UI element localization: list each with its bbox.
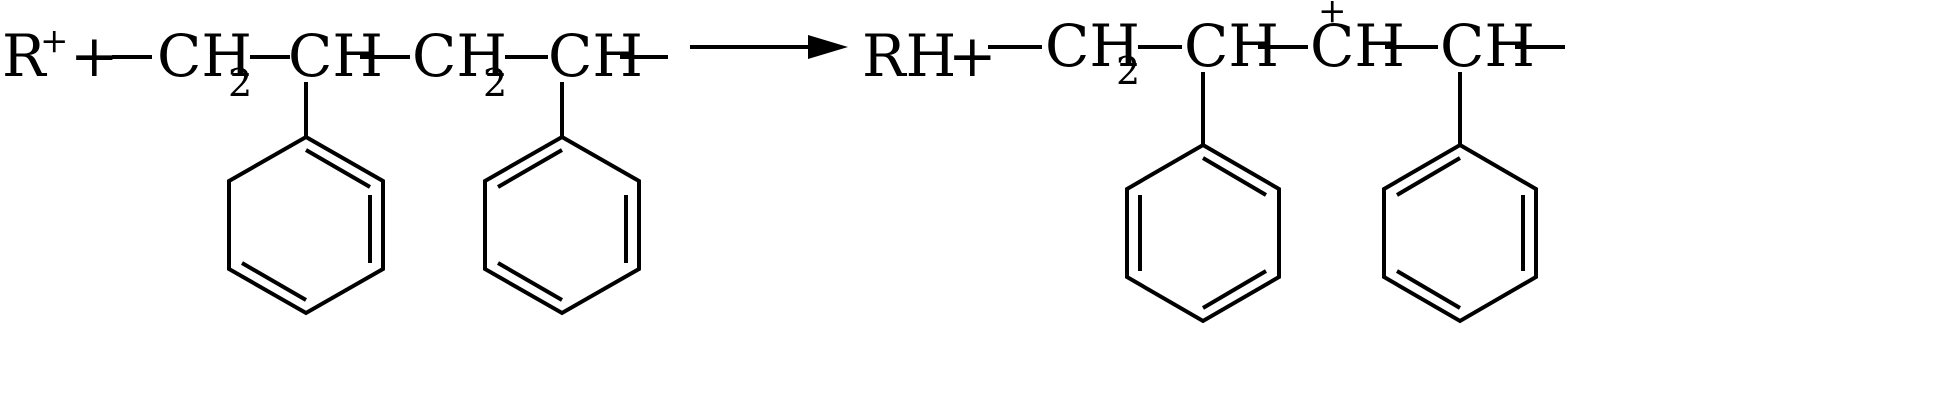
left-ch2-b: CH (412, 22, 507, 90)
benzene-ring-2 (483, 134, 641, 316)
ring2-double-a (496, 148, 564, 189)
reaction-arrow-head (808, 35, 848, 59)
right-ch2-a-sub: 2 (1116, 49, 1140, 93)
product-rh-label: RH (862, 22, 956, 90)
ring2-double-c (496, 261, 564, 302)
plus-sign-left: + (70, 22, 119, 90)
ring3-double-a (1201, 156, 1268, 197)
ring1-double-a (304, 148, 372, 189)
reactant-r-label: R (2, 22, 48, 90)
right-cation-charge: + (1318, 0, 1347, 31)
reactant-r-charge: + (40, 21, 69, 61)
left-ch2-b-sub: 2 (483, 61, 507, 105)
left-ch2-a: CH (157, 22, 252, 90)
left-ch2-a-sub: 2 (228, 61, 252, 105)
benzene-ring-1 (227, 134, 385, 316)
benzene-ring-3 (1125, 142, 1281, 324)
right-ch2-a: CH (1045, 12, 1140, 80)
plus-sign-right: + (948, 22, 997, 90)
ring4-double-c (1395, 269, 1462, 310)
ring4-double-a (1395, 156, 1462, 197)
ring3-double-c (1201, 269, 1268, 310)
benzene-ring-4 (1382, 142, 1538, 324)
ring1-double-c (240, 261, 308, 302)
